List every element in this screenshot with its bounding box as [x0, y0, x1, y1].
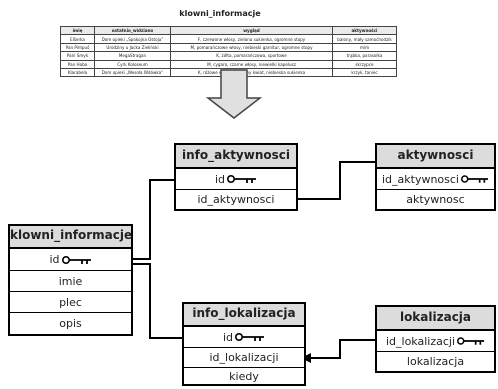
link-lokalizacja	[301, 339, 375, 363]
field-label: id_aktywnosci	[381, 172, 459, 186]
field-label: kiedy	[229, 369, 259, 383]
field-label: id	[222, 330, 234, 344]
key-icon	[461, 175, 489, 183]
entity-klowni-informacje[interactable]: klowni_informacje id imie plec opis	[8, 224, 133, 336]
entity-info-aktywnosci[interactable]: info_aktywnosci id id_aktywnosci	[174, 143, 298, 211]
field-label: id_lokalizacji	[209, 351, 279, 364]
field-row: id_lokalizacji	[184, 348, 304, 368]
down-arrow-icon	[205, 69, 263, 119]
field-label: imie	[58, 274, 83, 288]
field-row: opis	[10, 313, 131, 334]
table-cell: krzyk, taniec	[332, 67, 397, 78]
key-icon	[457, 337, 485, 345]
entity-lokalizacja[interactable]: lokalizacja id_lokalizacji lokalizacja	[375, 305, 496, 373]
reference-table: imię ostatnio_widziano wygląd aktywności…	[60, 25, 397, 78]
field-row: aktywnosc	[377, 190, 494, 209]
key-icon	[235, 333, 265, 341]
field-row: kiedy	[184, 368, 304, 384]
entity-title: klowni_informacje	[10, 226, 132, 249]
field-label: id_aktywnosci	[197, 193, 275, 206]
field-label: aktywnosc	[406, 193, 465, 206]
field-label: opis	[59, 317, 82, 330]
field-label: lokalizacja	[406, 355, 465, 368]
table-row: Klarabela Dom opieki „Wesoła Wdówka” K, …	[60, 67, 397, 78]
field-row: id	[10, 249, 131, 271]
field-row: id_aktywnosci	[377, 169, 494, 190]
field-row: lokalizacja	[377, 352, 494, 371]
field-row: id	[176, 169, 296, 190]
link-klowni-info-lokalizacja	[122, 263, 199, 343]
field-label: id	[49, 253, 60, 266]
reference-table-title: klowni_informacje	[179, 9, 261, 18]
key-icon	[61, 255, 91, 264]
entity-info-lokalizacja[interactable]: info_lokalizacja id id_lokalizacji kiedy	[182, 302, 306, 386]
field-row: plec	[10, 292, 131, 313]
entity-title: info_lokalizacja	[184, 304, 304, 327]
entity-title: lokalizacja	[377, 307, 494, 331]
field-row: id_lokalizacji	[377, 331, 494, 352]
field-row: imie	[10, 271, 131, 292]
entity-title: aktywnosci	[377, 145, 494, 169]
field-label: id_lokalizacji	[385, 334, 456, 348]
field-row: id_aktywnosci	[176, 190, 296, 209]
key-icon	[227, 175, 257, 183]
entity-title: info_aktywnosci	[176, 145, 296, 169]
link-aktywnosci	[283, 161, 375, 204]
field-label: id	[214, 172, 226, 186]
entity-aktywnosci[interactable]: aktywnosci id_aktywnosci aktywnosc	[375, 143, 496, 211]
field-row: id	[184, 327, 304, 348]
field-label: plec	[59, 295, 82, 309]
